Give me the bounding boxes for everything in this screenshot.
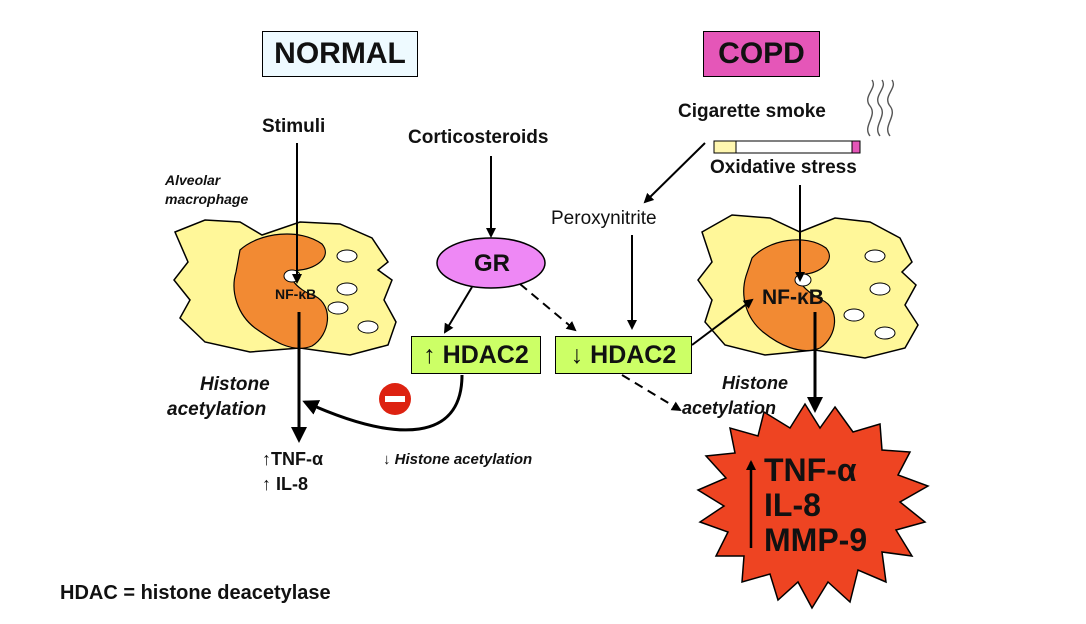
inflammatory-starburst xyxy=(696,402,930,610)
vacuole xyxy=(869,282,891,296)
copd-nfkb-label: NF-κB xyxy=(762,286,824,309)
peroxynitrite-label: Peroxynitrite xyxy=(551,208,657,229)
hdac2-up-box: ↑ HDAC2 xyxy=(411,336,541,374)
cigarette-smoke-label: Cigarette smoke xyxy=(678,101,826,122)
normal-histone-label-2: acetylation xyxy=(167,399,267,420)
vacuole xyxy=(336,282,358,296)
normal-nfkb-label: NF-κB xyxy=(275,286,317,302)
cigarette-icon xyxy=(713,140,861,154)
corticosteroids-label: Corticosteroids xyxy=(408,127,549,148)
vacuole xyxy=(874,326,896,340)
vacuole xyxy=(794,273,812,287)
stimuli-label: Stimuli xyxy=(262,116,326,137)
normal-histone-label-1: Histone xyxy=(200,374,270,395)
normal-macrophage-cell xyxy=(173,219,397,356)
copd-tnf-label: TNF-α xyxy=(764,452,857,488)
normal-il8-label: ↑ IL-8 xyxy=(262,474,309,494)
copd-mmp9-label: MMP-9 xyxy=(764,522,868,558)
footnote: HDAC = histone deacetylase xyxy=(60,582,331,604)
copd-title: COPD xyxy=(703,31,820,77)
oxidative-stress-label: Oxidative stress xyxy=(710,157,857,178)
vacuole xyxy=(843,308,865,322)
smoke-icon xyxy=(867,79,895,137)
histone-decrease-label: ↓ Histone acetylation xyxy=(383,451,533,468)
gr-label: GR xyxy=(474,250,510,277)
arrow-smoke-to-peroxynitrite xyxy=(643,142,706,204)
inhibit-minus-icon xyxy=(379,383,411,415)
vacuole xyxy=(336,249,358,263)
normal-nucleus xyxy=(233,233,329,349)
alveolar-macrophage-label-1: Alveolar xyxy=(165,172,221,188)
arrow-gr-to-hdac2-down xyxy=(519,283,577,332)
copd-nucleus xyxy=(743,239,836,352)
vacuole xyxy=(327,301,349,315)
arrow-hdac2-to-nfkb xyxy=(691,298,754,346)
alveolar-macrophage-label-2: macrophage xyxy=(165,191,249,207)
arrow-gr-to-hdac2-up xyxy=(443,286,473,334)
vacuole xyxy=(357,320,379,334)
gr-receptor-shape xyxy=(436,237,546,289)
copd-macrophage-cell xyxy=(697,214,919,359)
arrow-hdac2-to-histone xyxy=(621,374,682,412)
normal-title: NORMAL xyxy=(262,31,418,77)
hdac2-down-box: ↓ HDAC2 xyxy=(555,336,692,374)
copd-histone-label-1: Histone xyxy=(722,373,789,393)
normal-tnf-label: ↑TNF-α xyxy=(262,449,324,469)
vacuole xyxy=(864,249,886,263)
copd-histone-label-2: acetylation xyxy=(682,398,777,418)
copd-il8-label: IL-8 xyxy=(764,487,821,523)
arrow-hdac2-inhibits-histone xyxy=(302,374,464,432)
